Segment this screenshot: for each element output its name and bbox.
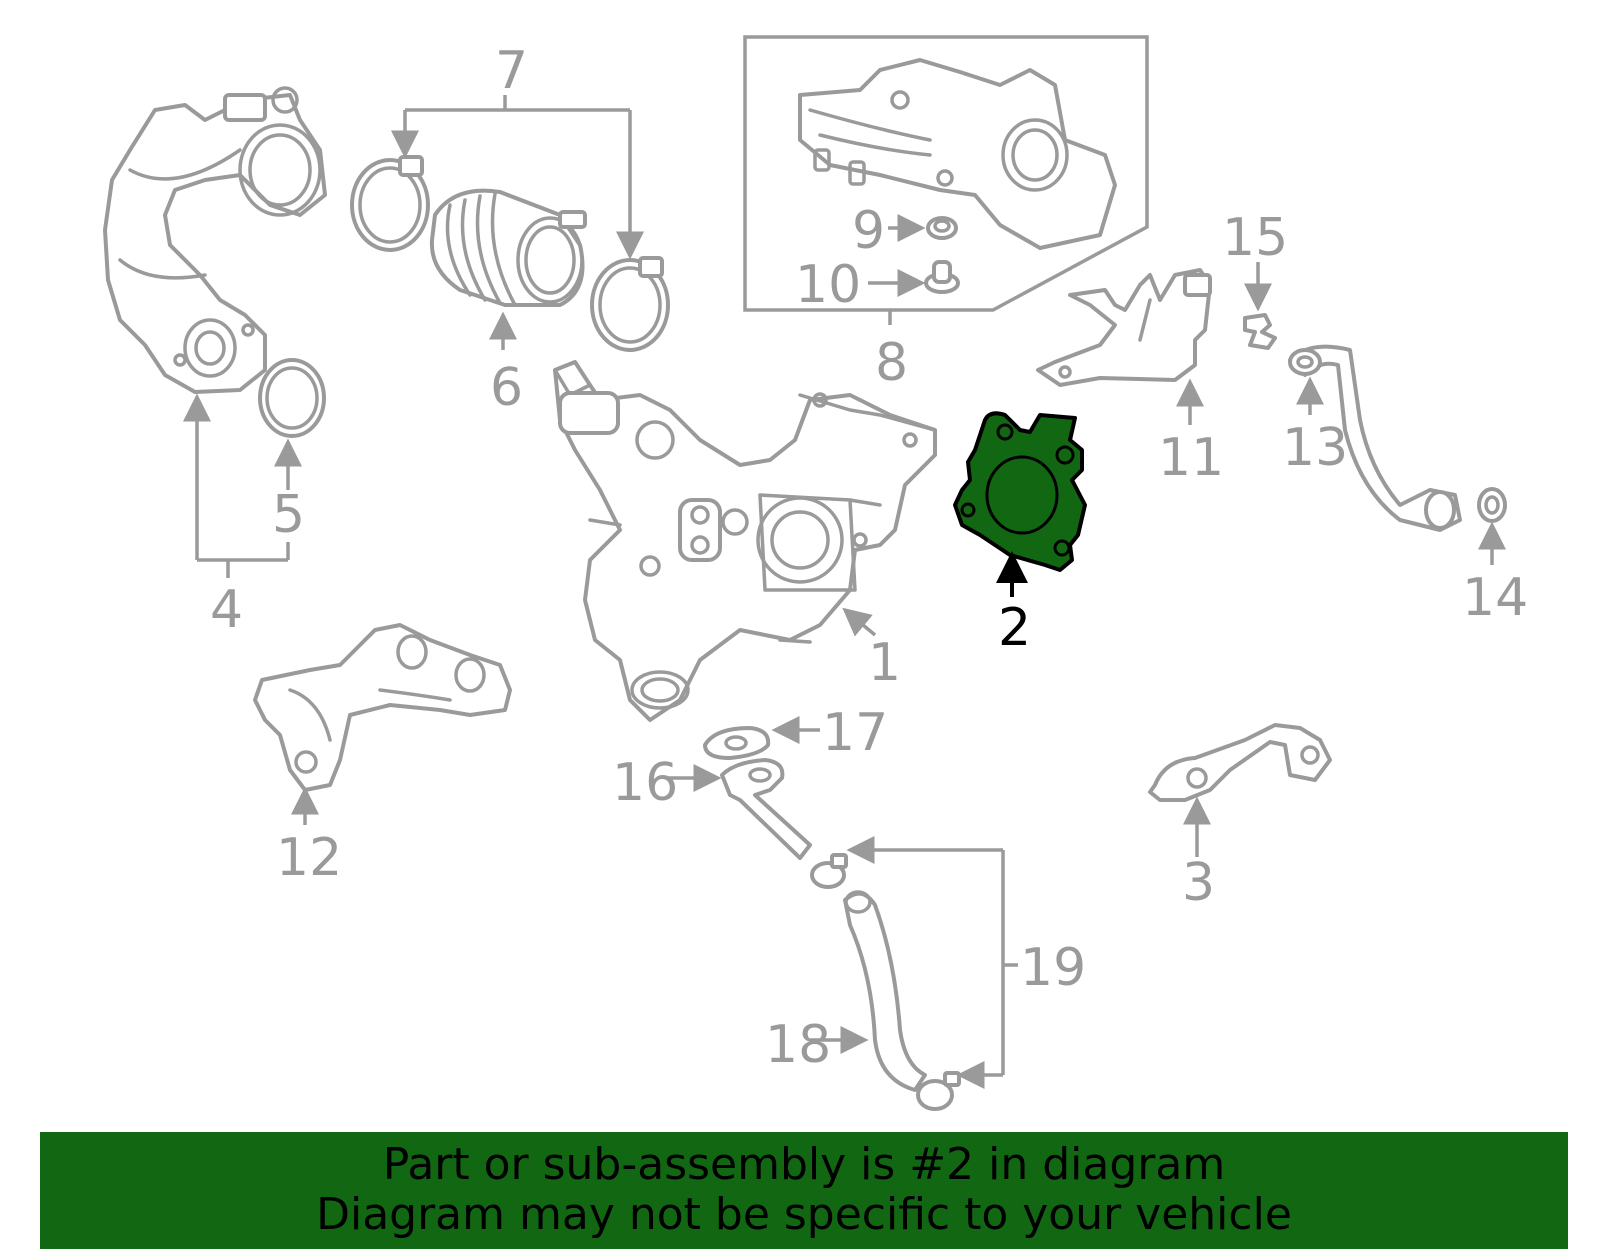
- callout-numbers: 7 6 5 4 9 10 8 1 2 11 15 13 14 12 17 16 …: [210, 41, 1528, 1075]
- callout-5: 5: [272, 485, 305, 545]
- gasket-body: [953, 411, 1087, 572]
- part-1-valve-body[interactable]: [553, 360, 937, 722]
- part-10-pin[interactable]: [924, 260, 960, 294]
- callout-9: 9: [852, 201, 885, 261]
- info-banner: Part or sub-assembly is #2 in diagram Di…: [40, 1132, 1568, 1249]
- callout-3: 3: [1182, 853, 1215, 913]
- part-5-o-ring[interactable]: [258, 358, 326, 438]
- part-7-clamp-right[interactable]: [590, 256, 670, 352]
- callout-1: 1: [868, 633, 901, 693]
- callout-19: 19: [1020, 938, 1086, 998]
- part-14-washer[interactable]: [1477, 487, 1507, 523]
- callout-18: 18: [765, 1015, 831, 1075]
- part-8-assembly-box[interactable]: [743, 35, 1149, 312]
- banner-line-2: Diagram may not be specific to your vehi…: [316, 1189, 1292, 1240]
- part-2-gasket-highlighted[interactable]: [953, 411, 1087, 572]
- part-17-gasket[interactable]: [703, 726, 771, 760]
- part-9-grommet[interactable]: [926, 216, 958, 240]
- part-19-clamp-top[interactable]: [810, 853, 848, 889]
- callout-4: 4: [210, 580, 243, 640]
- part-12-heat-shield[interactable]: [253, 623, 512, 792]
- part-15-clip[interactable]: [1243, 313, 1277, 350]
- callout-13: 13: [1282, 418, 1348, 478]
- part-4-intake-pipe[interactable]: [103, 86, 327, 394]
- callout-11: 11: [1158, 428, 1224, 488]
- part-6-hose[interactable]: [429, 188, 587, 307]
- callout-2-highlighted: 2: [998, 598, 1031, 658]
- callout-15: 15: [1222, 208, 1288, 268]
- callout-6: 6: [490, 358, 523, 418]
- part-18-hose[interactable]: [843, 890, 927, 1092]
- part-19-clamp-bottom[interactable]: [916, 1071, 961, 1111]
- callout-14: 14: [1462, 568, 1528, 628]
- part-7-clamp-left[interactable]: [350, 155, 430, 252]
- callout-17: 17: [822, 703, 888, 763]
- part-3-bracket[interactable]: [1148, 723, 1332, 802]
- callout-8: 8: [875, 333, 908, 393]
- callout-16: 16: [612, 753, 678, 813]
- part-11-bracket[interactable]: [1036, 268, 1212, 387]
- banner-line-1: Part or sub-assembly is #2 in diagram: [382, 1139, 1226, 1190]
- part-16-pipe[interactable]: [720, 758, 812, 860]
- callout-10: 10: [795, 255, 861, 315]
- callout-12: 12: [276, 828, 342, 888]
- leader-lines: [183, 95, 1506, 1089]
- callout-7: 7: [495, 41, 528, 101]
- part-13-pipe[interactable]: [1288, 344, 1462, 532]
